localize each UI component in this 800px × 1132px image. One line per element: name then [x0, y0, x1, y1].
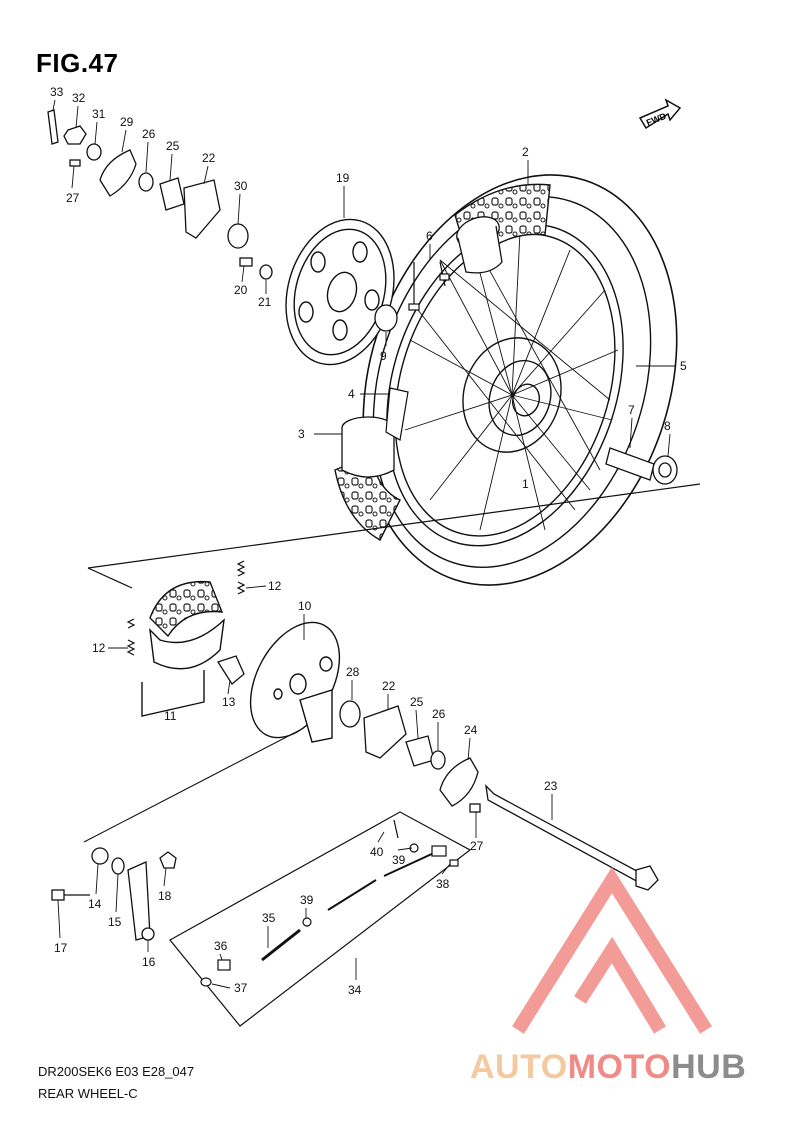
figure-name: REAR WHEEL-C	[38, 1086, 138, 1101]
model-code: DR200SEK6 E03 E28_047	[38, 1064, 195, 1079]
callout: 25	[410, 695, 424, 709]
callout: 9	[380, 349, 387, 363]
callout: 22	[202, 151, 216, 165]
torque-link-kit	[169, 811, 472, 1027]
callout: 22	[382, 679, 396, 693]
callout: 7	[628, 403, 635, 417]
brake-shoes	[141, 580, 225, 717]
callout: 13	[222, 695, 236, 709]
callout: 15	[108, 915, 122, 929]
leader-lines	[52, 99, 676, 989]
callout: 26	[142, 127, 156, 141]
callout: 4	[348, 387, 355, 401]
figure-title: FIG.47	[36, 48, 119, 78]
leader-link	[83, 729, 301, 843]
callout: 1	[522, 477, 529, 491]
callout: 25	[166, 139, 180, 153]
callout: 29	[120, 115, 134, 129]
brake-panel	[249, 621, 341, 743]
rear-sprocket	[285, 218, 395, 366]
callout: 12	[92, 641, 106, 655]
group-line-left	[87, 567, 133, 589]
callout: 10	[298, 599, 312, 613]
torque-link-parts	[51, 847, 177, 941]
callout: 2	[522, 145, 529, 159]
chain-adjuster-parts-top	[47, 109, 273, 280]
watermark-part-auto: AUTO	[470, 1048, 568, 1086]
callout: 27	[470, 839, 484, 853]
sprocket-nut	[374, 304, 398, 332]
callout: 33	[50, 85, 64, 99]
callout: 24	[464, 723, 478, 737]
brake-springs	[126, 560, 246, 656]
callout: 3	[298, 427, 305, 441]
callout: 34	[348, 983, 362, 997]
callout: 23	[544, 779, 558, 793]
callout: 30	[234, 179, 248, 193]
callout: 19	[336, 171, 350, 185]
rim-band	[385, 387, 409, 441]
callout: 31	[92, 107, 106, 121]
callout: 37	[234, 981, 248, 995]
callout: 14	[88, 897, 102, 911]
sprocket-bolts	[408, 261, 450, 311]
inner-tube	[341, 216, 503, 478]
callout: 36	[214, 939, 228, 953]
callout: 27	[66, 191, 80, 205]
callout-labels: 33 32 31 29 26 25 22 30 27 20 21 19 9 6 …	[50, 85, 687, 997]
callout: 32	[72, 91, 86, 105]
watermark-logo	[512, 866, 712, 1034]
callout: 17	[54, 941, 68, 955]
brake-cam	[217, 655, 245, 685]
watermark-part-hub: HUB	[671, 1048, 747, 1086]
rear-wheel-assembly	[334, 174, 678, 586]
callout: 21	[258, 295, 272, 309]
group-line-long	[87, 483, 701, 569]
callout: 6	[426, 229, 433, 243]
chain-adjuster-parts-bottom	[339, 700, 481, 813]
fwd-label: FWD	[645, 111, 668, 128]
callout: 39	[300, 893, 314, 907]
callout: 35	[262, 911, 276, 925]
callout: 40	[370, 845, 384, 859]
callout: 38	[436, 877, 450, 891]
watermark-text: AUTOMOTOHUB	[470, 1048, 746, 1087]
watermark-part-moto: MOTO	[567, 1048, 672, 1086]
fwd-arrow-icon: FWD	[638, 98, 682, 130]
callout: 16	[142, 955, 156, 969]
rear-axle	[485, 784, 659, 891]
callout: 39	[392, 853, 406, 867]
callout: 8	[664, 419, 671, 433]
callout: 12	[268, 579, 282, 593]
axle-spacer-bearing	[605, 447, 678, 485]
callout: 28	[346, 665, 360, 679]
callout: 18	[158, 889, 172, 903]
callout: 20	[234, 283, 248, 297]
callout: 5	[680, 359, 687, 373]
callout: 26	[432, 707, 446, 721]
callout: 11	[164, 709, 177, 723]
